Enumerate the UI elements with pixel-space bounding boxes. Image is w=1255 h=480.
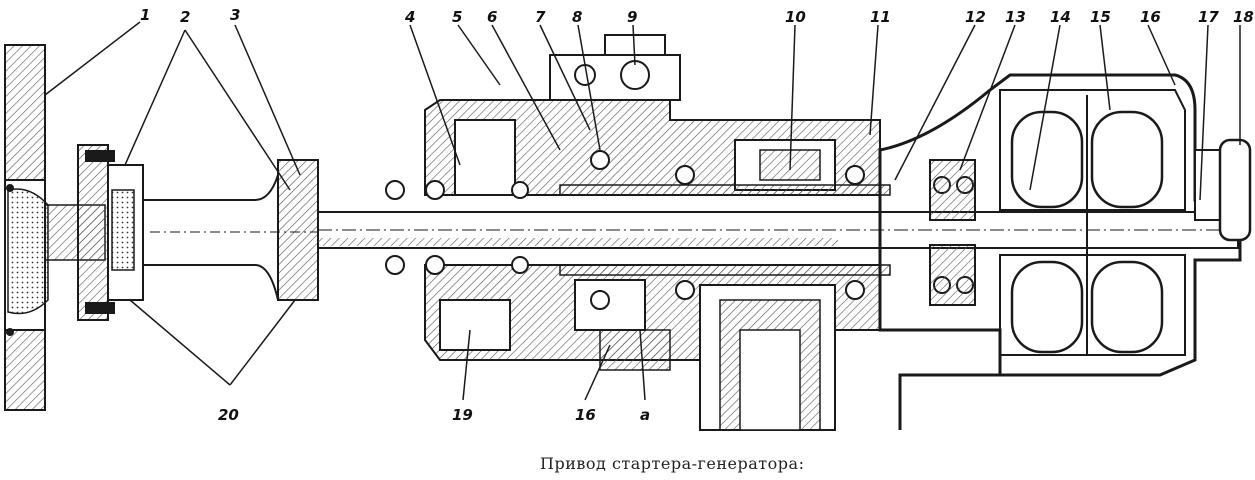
part-label-13: 13 bbox=[1005, 8, 1026, 26]
leader-lines bbox=[44, 21, 1241, 401]
part-label-14: 14 bbox=[1050, 8, 1071, 26]
gear-teeth-band bbox=[559, 184, 891, 276]
part-label-10: 10 bbox=[785, 8, 806, 26]
part-label-6: 6 bbox=[487, 8, 497, 26]
part-label-a: a bbox=[640, 406, 650, 424]
part-label-17: 17 bbox=[1198, 8, 1219, 26]
flywheel-flange bbox=[4, 44, 49, 411]
part-labels: 1 2 3 4 5 6 7 8 9 10 11 12 13 14 15 16 1… bbox=[140, 6, 1254, 424]
elastic-coupling bbox=[44, 144, 144, 321]
part-label-9: 9 bbox=[627, 8, 637, 26]
part-label-1: 1 bbox=[140, 6, 150, 24]
part-label-7: 7 bbox=[535, 8, 546, 26]
clutch-housing bbox=[878, 73, 1252, 430]
part-label-4: 4 bbox=[404, 8, 415, 26]
main-shaft bbox=[317, 211, 1239, 249]
part-label-15: 15 bbox=[1090, 8, 1111, 26]
part-label-8: 8 bbox=[572, 8, 582, 26]
figure-caption: Привод стартера-генератора: bbox=[540, 454, 805, 473]
part-label-5: 5 bbox=[452, 8, 462, 26]
part-label-12: 12 bbox=[965, 8, 986, 26]
gearbox-housing bbox=[424, 34, 881, 431]
intermediate-shaft bbox=[142, 159, 320, 301]
part-label-3: 3 bbox=[230, 6, 240, 24]
part-label-2: 2 bbox=[180, 8, 190, 26]
part-label-18: 18 bbox=[1233, 8, 1254, 26]
part-label-20: 20 bbox=[218, 406, 239, 424]
part-label-11: 11 bbox=[870, 8, 891, 26]
part-label-16-bottom: 16 bbox=[575, 406, 596, 424]
part-label-19: 19 bbox=[452, 406, 473, 424]
part-label-16-top: 16 bbox=[1140, 8, 1161, 26]
